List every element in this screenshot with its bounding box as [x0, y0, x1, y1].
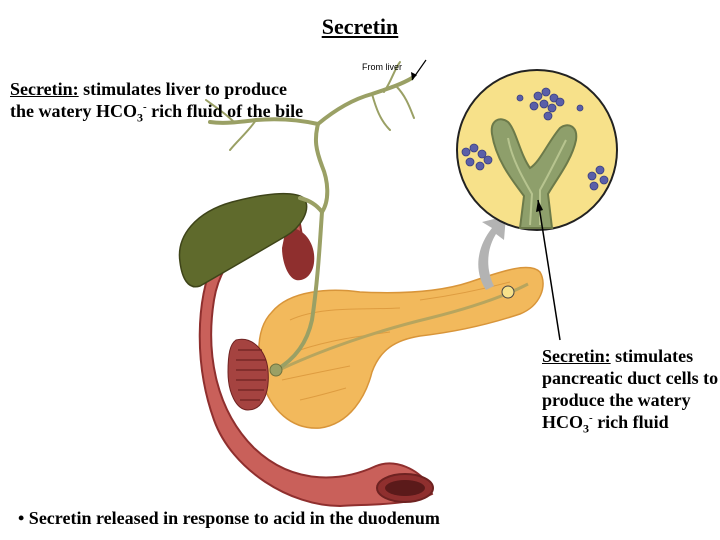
inset-marker — [502, 286, 514, 298]
pancreas-note: Secretin: stimulates pancreatic duct cel… — [542, 345, 720, 433]
ampulla — [270, 364, 282, 376]
bottom-bullet-note: • Secretin released in response to acid … — [18, 507, 440, 529]
from-liver-label: From liver — [362, 62, 402, 72]
liver-note-text2: rich fluid of the bile — [147, 101, 304, 121]
page-title: Secretin — [0, 14, 720, 40]
pancreas-note-term: Secretin: — [542, 346, 611, 366]
pancreas-note-text2: rich fluid — [593, 412, 669, 432]
liver-note: Secretin: stimulates liver to produce th… — [10, 78, 310, 122]
liver-note-term: Secretin: — [10, 79, 79, 99]
